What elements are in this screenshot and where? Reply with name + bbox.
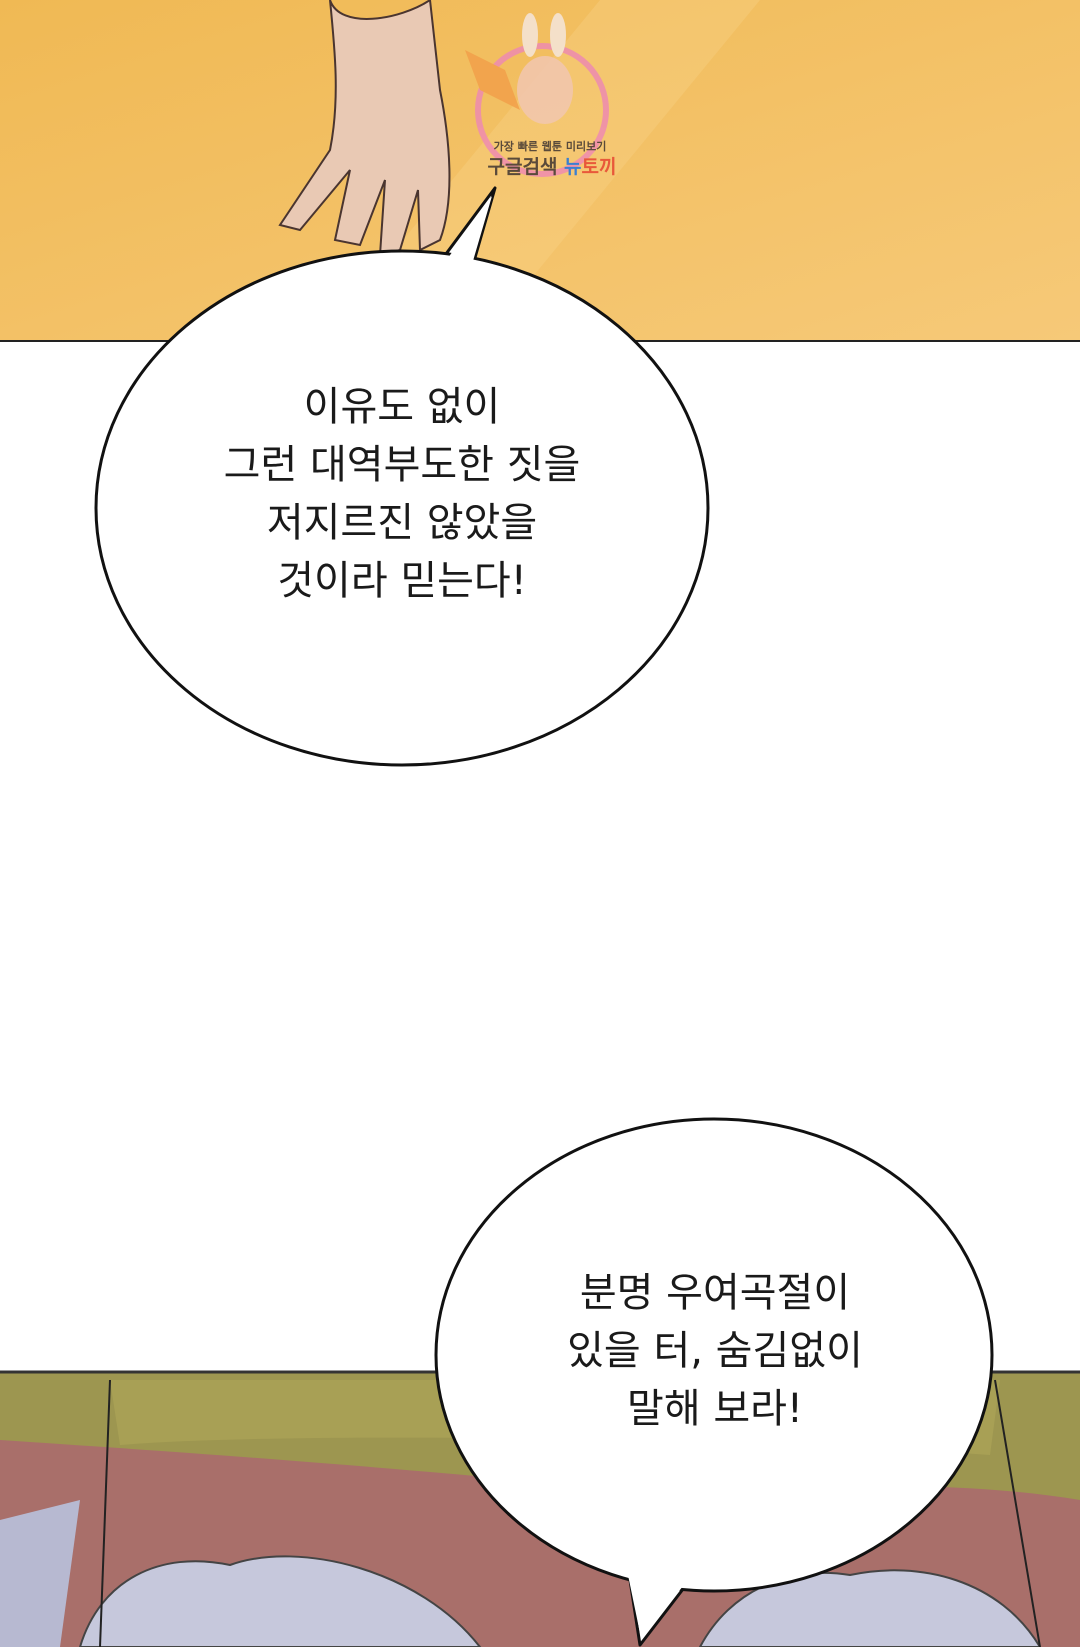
hand-illustration: [278, 0, 451, 257]
speech-bubble-2: [434, 1117, 994, 1647]
bubble-2-text: 분명 우여곡절이 있을 터, 숨김없이 말해 보라!: [490, 1264, 940, 1438]
watermark-search: 구글검색: [487, 156, 558, 178]
watermark-tagline: 가장 빠른 웹툰 미리보기: [493, 140, 607, 153]
bubble-line: 이유도 없이: [303, 384, 501, 430]
watermark-brand-b: 토끼: [581, 156, 617, 178]
bubble-line: 분명 우여곡절이: [579, 1270, 851, 1316]
watermark-logo: [465, 13, 609, 177]
bubble-line: 말해 보라!: [627, 1386, 803, 1432]
bubble-line: 저지르진 않았을: [266, 500, 538, 546]
speech-bubble-1: [94, 186, 710, 767]
bubble-line: 것이라 믿는다!: [277, 558, 527, 604]
bubble-line: 그런 대역부도한 짓을: [223, 442, 581, 488]
watermark-brand: 구글검색 뉴토끼: [462, 152, 642, 179]
bubble-1-text: 이유도 없이 그런 대역부도한 짓을 저지르진 않았을 것이라 믿는다!: [152, 378, 652, 610]
bubble-line: 있을 터, 숨김없이: [567, 1328, 863, 1374]
watermark-brand-a: 뉴: [564, 156, 582, 178]
